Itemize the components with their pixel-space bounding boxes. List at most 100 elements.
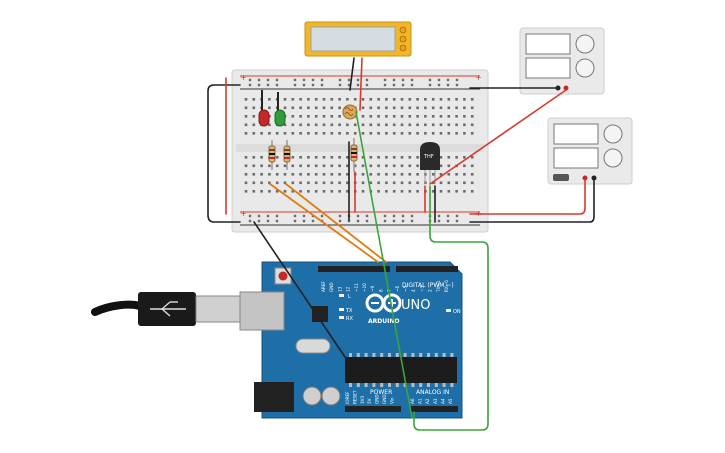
rail-hole[interactable] — [455, 219, 459, 223]
breadboard-hole[interactable] — [307, 106, 310, 110]
breadboard-hole[interactable] — [330, 115, 334, 118]
rail-hole[interactable] — [356, 214, 360, 218]
breadboard-hole[interactable] — [385, 190, 388, 193]
breadboard-hole[interactable] — [385, 181, 388, 185]
breadboard-hole[interactable] — [439, 190, 443, 193]
breadboard-hole[interactable] — [377, 106, 380, 110]
rail-hole[interactable] — [383, 83, 387, 87]
breadboard-hole[interactable] — [268, 106, 271, 110]
rail-hole[interactable] — [446, 219, 450, 223]
rail-hole[interactable] — [338, 78, 342, 82]
led-green[interactable] — [274, 92, 286, 127]
breadboard-hole[interactable] — [439, 132, 443, 135]
breadboard-hole[interactable] — [377, 190, 380, 193]
breadboard-hole[interactable] — [361, 181, 365, 185]
breadboard-hole[interactable] — [447, 181, 451, 185]
breadboard-hole[interactable] — [392, 181, 396, 185]
breadboard-hole[interactable] — [353, 164, 357, 168]
breadboard-hole[interactable] — [291, 164, 295, 168]
rail-hole[interactable] — [311, 78, 315, 82]
breadboard-hole[interactable] — [244, 106, 248, 110]
breadboard-hole[interactable] — [322, 190, 326, 193]
rail-hole[interactable] — [347, 219, 351, 223]
breadboard-hole[interactable] — [369, 132, 373, 135]
breadboard-hole[interactable] — [307, 132, 310, 135]
breadboard-hole[interactable] — [330, 190, 334, 193]
breadboard-hole[interactable] — [307, 156, 310, 159]
breadboard-hole[interactable] — [330, 106, 334, 110]
breadboard-hole[interactable] — [346, 181, 349, 185]
breadboard-hole[interactable] — [252, 156, 256, 159]
breadboard-hole[interactable] — [330, 156, 334, 159]
power-supply-bottom[interactable] — [547, 117, 633, 185]
breadboard-hole[interactable] — [252, 173, 256, 176]
breadboard-hole[interactable] — [431, 98, 435, 101]
breadboard-hole[interactable] — [291, 181, 295, 185]
lcd-display[interactable] — [304, 21, 412, 57]
breadboard-hole[interactable] — [439, 123, 443, 127]
breadboard-hole[interactable] — [369, 115, 373, 118]
breadboard-hole[interactable] — [346, 173, 349, 176]
breadboard-hole[interactable] — [275, 190, 279, 193]
breadboard-hole[interactable] — [400, 173, 404, 176]
breadboard-hole[interactable] — [307, 115, 310, 118]
rail-hole[interactable] — [410, 78, 414, 82]
breadboard-hole[interactable] — [455, 190, 458, 193]
breadboard-hole[interactable] — [463, 123, 466, 127]
breadboard-hole[interactable] — [463, 181, 466, 185]
breadboard-hole[interactable] — [369, 106, 373, 110]
rail-hole[interactable] — [302, 219, 306, 223]
breadboard-hole[interactable] — [408, 98, 412, 101]
breadboard-hole[interactable] — [283, 164, 287, 168]
breadboard-hole[interactable] — [299, 115, 302, 118]
breadboard-hole[interactable] — [338, 181, 341, 185]
breadboard-hole[interactable] — [369, 173, 373, 176]
rail-hole[interactable] — [293, 214, 297, 218]
breadboard-hole[interactable] — [361, 123, 365, 127]
breadboard-hole[interactable] — [268, 164, 271, 168]
breadboard-hole[interactable] — [431, 106, 435, 110]
breadboard-hole[interactable] — [463, 106, 466, 110]
breadboard-hole[interactable] — [338, 164, 341, 168]
breadboard-hole[interactable] — [424, 98, 427, 101]
breadboard-hole[interactable] — [291, 190, 295, 193]
breadboard-hole[interactable] — [447, 132, 451, 135]
breadboard-hole[interactable] — [377, 173, 380, 176]
breadboard-hole[interactable] — [447, 98, 451, 101]
rail-hole[interactable] — [437, 214, 441, 218]
breadboard-hole[interactable] — [408, 115, 412, 118]
breadboard-hole[interactable] — [291, 123, 295, 127]
rail-hole[interactable] — [248, 214, 252, 218]
breadboard-hole[interactable] — [408, 106, 412, 110]
rail-hole[interactable] — [392, 78, 396, 82]
breadboard-hole[interactable] — [244, 164, 248, 168]
breadboard-hole[interactable] — [307, 123, 310, 127]
breadboard-hole[interactable] — [455, 132, 458, 135]
breadboard-hole[interactable] — [439, 164, 443, 168]
breadboard-hole[interactable] — [439, 115, 443, 118]
breadboard-hole[interactable] — [455, 156, 458, 159]
breadboard-hole[interactable] — [447, 173, 451, 176]
breadboard-hole[interactable] — [377, 115, 380, 118]
breadboard-hole[interactable] — [385, 106, 388, 110]
rail-hole[interactable] — [392, 214, 396, 218]
breadboard-hole[interactable] — [470, 132, 474, 135]
breadboard-hole[interactable] — [268, 173, 271, 176]
breadboard-hole[interactable] — [268, 98, 271, 101]
breadboard-hole[interactable] — [416, 98, 419, 101]
breadboard-hole[interactable] — [314, 164, 318, 168]
rail-hole[interactable] — [266, 219, 270, 223]
breadboard-hole[interactable] — [463, 115, 466, 118]
rail-hole[interactable] — [347, 83, 351, 87]
breadboard-hole[interactable] — [322, 132, 326, 135]
breadboard-hole[interactable] — [424, 132, 427, 135]
breadboard-hole[interactable] — [338, 123, 341, 127]
power-supply-top-knob-2[interactable] — [575, 58, 595, 78]
breadboard-hole[interactable] — [322, 181, 326, 185]
breadboard-hole[interactable] — [470, 173, 474, 176]
rail-hole[interactable] — [383, 219, 387, 223]
breadboard-hole[interactable] — [408, 123, 412, 127]
breadboard-hole[interactable] — [283, 132, 287, 135]
breadboard-hole[interactable] — [268, 132, 271, 135]
breadboard-hole[interactable] — [291, 115, 295, 118]
